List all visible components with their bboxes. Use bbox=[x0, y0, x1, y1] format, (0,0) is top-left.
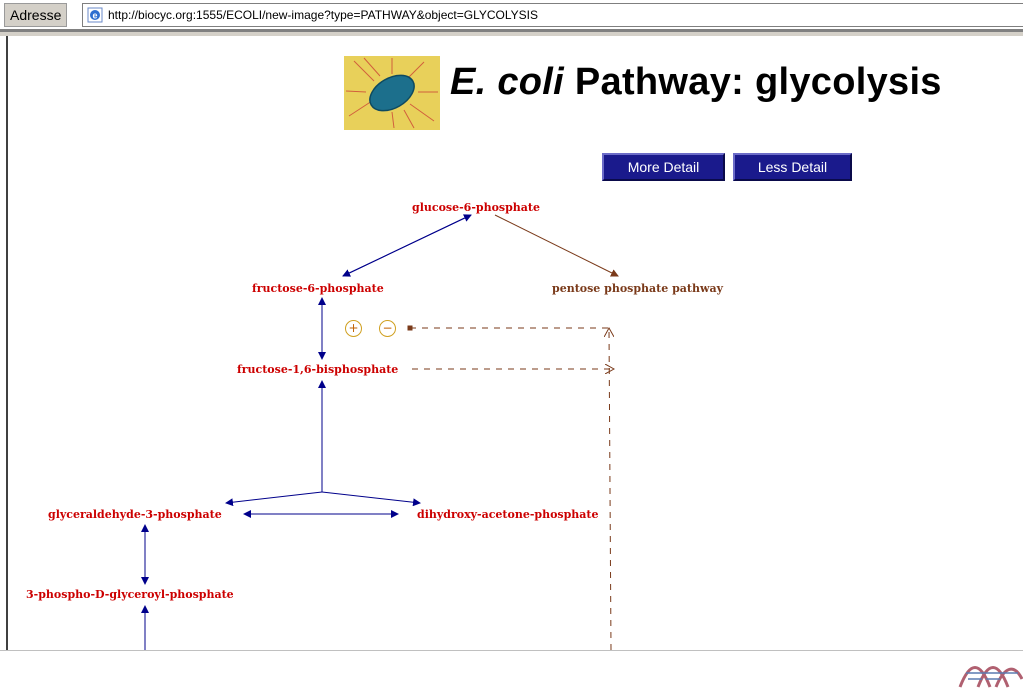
arrow-aldolase-gap bbox=[225, 491, 323, 507]
page-title: E. coli Pathway: glycolysis bbox=[450, 61, 942, 104]
link-vertical-dashed bbox=[609, 328, 611, 650]
pathway-diagram: glucose-6-phosphate fructose-6-phosphate… bbox=[26, 201, 724, 650]
address-label: Adresse bbox=[4, 3, 68, 27]
metabolite-dhap[interactable]: dihydroxy-acetone-phosphate bbox=[417, 508, 599, 521]
metabolite-f6p[interactable]: fructose-6-phosphate bbox=[252, 282, 384, 295]
url-text: http://biocyc.org:1555/ECOLI/new-image?t… bbox=[108, 8, 538, 22]
toolbar-divider-light bbox=[0, 32, 1023, 36]
more-detail-button[interactable]: More Detail bbox=[602, 153, 725, 181]
svg-text:e: e bbox=[92, 11, 97, 21]
title-organism: E. coli bbox=[450, 61, 565, 103]
zoom-in-button[interactable]: + bbox=[345, 320, 362, 337]
metabolite-g6p[interactable]: glucose-6-phosphate bbox=[412, 201, 540, 214]
address-bar: Adresse e http://biocyc.org:1555/ECOLI/n… bbox=[0, 0, 1023, 36]
less-detail-button[interactable]: Less Detail bbox=[733, 153, 852, 181]
arrow-g6p-ppp bbox=[494, 214, 619, 277]
ie-page-icon: e bbox=[87, 7, 103, 23]
title-rest: Pathway: glycolysis bbox=[564, 61, 942, 103]
metabolite-bpg[interactable]: 3-phospho-D-glyceroyl-phosphate bbox=[26, 588, 234, 601]
arrow-g6p-f6p-down bbox=[342, 214, 472, 277]
pathway-link-ppp[interactable]: pentose phosphate pathway bbox=[552, 282, 724, 295]
metabolite-gap[interactable]: glyceraldehyde-3-phosphate bbox=[48, 508, 222, 521]
page-content: E. coli Pathway: glycolysis More Detail … bbox=[6, 36, 1023, 650]
zoom-out-button[interactable]: − bbox=[379, 320, 396, 337]
url-input[interactable]: e http://biocyc.org:1555/ECOLI/new-image… bbox=[82, 3, 1023, 27]
arrow-aldolase-dhap bbox=[321, 491, 421, 507]
bottom-strip bbox=[0, 650, 1023, 688]
ecoli-image bbox=[344, 56, 440, 130]
dna-logo-icon bbox=[958, 666, 1023, 688]
metabolite-fbp[interactable]: fructose-1,6-bisphosphate bbox=[237, 363, 398, 376]
toolbar-divider bbox=[0, 29, 1023, 32]
